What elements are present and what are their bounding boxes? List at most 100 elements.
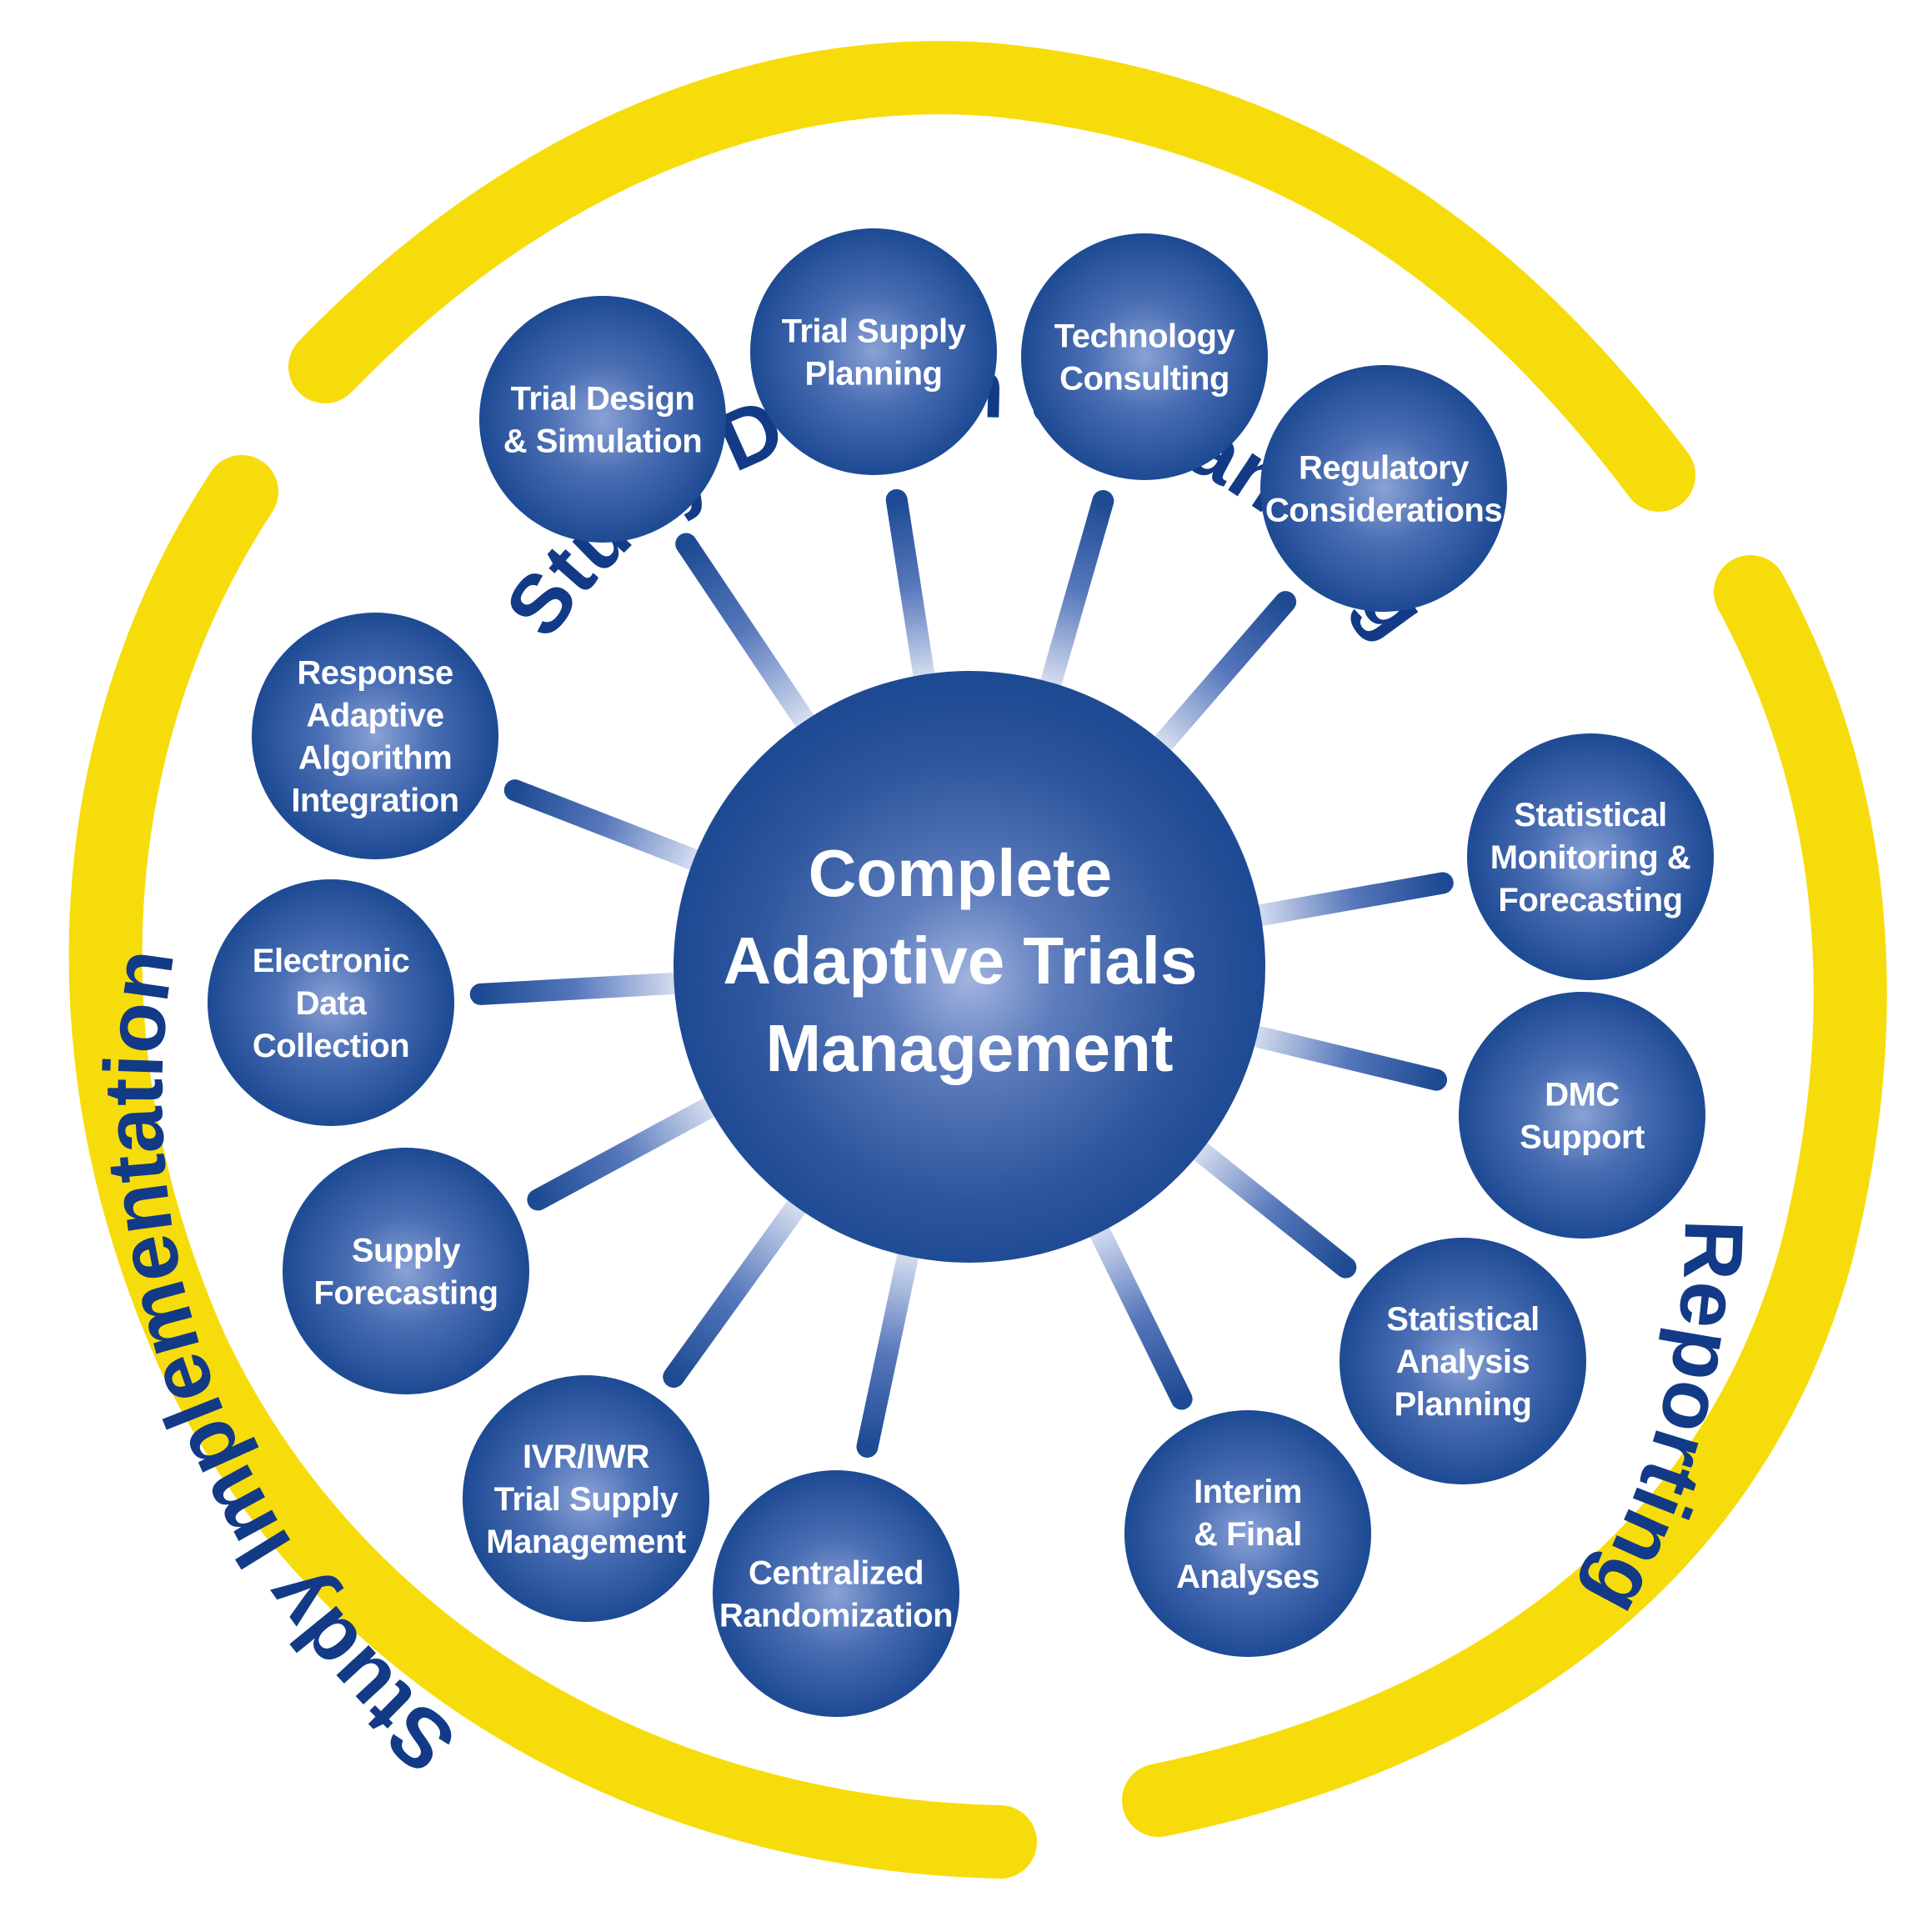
node-trial-design-simulation: Trial Design & Simulation — [479, 296, 726, 543]
node-label-line: Regulatory — [1299, 450, 1470, 487]
node-circle — [750, 228, 997, 475]
node-circle — [1340, 1238, 1586, 1484]
node-circle — [713, 1470, 959, 1717]
connector-interim-final-analyses — [1081, 1206, 1193, 1410]
node-label-line: Centralized — [749, 1555, 924, 1592]
connector-trial-design-simulation — [675, 533, 825, 746]
node-label-line: Support — [1520, 1119, 1645, 1156]
node-label: Trial Design & Simulation — [503, 381, 702, 460]
node-label-line: Algorithm — [298, 740, 452, 777]
center-title: Complete Adaptive Trials Management — [723, 836, 1215, 1085]
node-label-line: Technology — [1054, 318, 1236, 355]
connector-centralized-randomization — [856, 1229, 923, 1458]
node-label-line: Interim — [1194, 1474, 1302, 1510]
connector-technology-consulting — [1035, 490, 1114, 709]
node-label-line: Analysis — [1396, 1344, 1530, 1380]
node-label-line: Analyses — [1176, 1559, 1320, 1595]
ring-segment-implementation — [68, 455, 1037, 1879]
node-dmc-support: DMC Support — [1459, 992, 1705, 1239]
center-title-line: Adaptive Trials — [723, 923, 1197, 998]
connector-supply-forecasting — [527, 1089, 735, 1211]
center-hub: Complete Adaptive Trials Management — [674, 671, 1265, 1263]
node-label-line: Electronic — [253, 943, 410, 979]
center-title-line: Complete — [809, 836, 1113, 910]
connector-statistical-analysis-planning — [1176, 1130, 1357, 1279]
node-label-line: & Simulation — [503, 423, 702, 460]
node-label-line: Forecasting — [313, 1275, 498, 1312]
node-circle — [1459, 992, 1705, 1239]
connector-ivr-iwr-trial-supply-management — [663, 1182, 818, 1388]
node-label: DMC Support — [1520, 1077, 1645, 1156]
node-circle — [283, 1148, 529, 1394]
connector-dmc-support — [1229, 1021, 1448, 1091]
phase-label-reporting: Reporting — [1570, 1219, 1760, 1631]
node-circle — [1021, 233, 1268, 480]
node-label-line: Data — [296, 985, 368, 1022]
node-label-line: & Final — [1194, 1516, 1302, 1553]
node-label-line: Planning — [1395, 1386, 1532, 1423]
node-label-line: Trial Supply — [782, 313, 967, 350]
node-label-line: Trial Supply — [494, 1481, 679, 1518]
node-label-line: DMC — [1545, 1077, 1620, 1114]
connector-trial-supply-planning — [885, 488, 938, 702]
node-circle — [1467, 733, 1714, 980]
node-circle — [463, 1375, 709, 1622]
node-label-line: Consulting — [1059, 361, 1229, 398]
node-circle — [252, 613, 498, 859]
node-label-line: Monitoring & — [1490, 839, 1691, 876]
center-circle — [674, 671, 1265, 1263]
node-label-line: Planning — [805, 356, 943, 393]
node-label-line: Statistical — [1514, 797, 1666, 833]
node-label-line: Forecasting — [1498, 882, 1682, 918]
node-circle — [1260, 365, 1507, 612]
node-label-line: Collection — [253, 1028, 409, 1064]
node-label-line: IVR/IWR — [523, 1439, 650, 1475]
node-label-line: Adaptive — [307, 698, 444, 734]
connector-electronic-data-collection — [469, 971, 702, 1005]
node-label-line: Integration — [291, 783, 458, 819]
node-label-line: Response — [297, 655, 453, 692]
connector-statistical-monitoring-forecasting — [1233, 872, 1454, 929]
node-label-line: Statistical — [1386, 1301, 1539, 1338]
connector-group — [469, 488, 1454, 1458]
node-circle — [208, 879, 454, 1126]
connector-regulatory-considerations — [1141, 591, 1297, 767]
connector-response-adaptive-algorithm-integration — [503, 779, 720, 877]
node-label-line: Randomization — [719, 1598, 953, 1634]
ring-segment-design — [288, 41, 1695, 512]
node-circle — [1124, 1410, 1371, 1657]
node-label-line: Considerations — [1265, 493, 1502, 529]
node-label-line: Supply — [352, 1233, 462, 1269]
node-label-line: Management — [486, 1524, 686, 1560]
ring-segment-reporting — [1122, 555, 1887, 1837]
phase-ring — [68, 41, 1887, 1879]
center-title-line: Management — [766, 1011, 1174, 1085]
node-circle — [479, 296, 726, 543]
node-label-line: Trial Design — [511, 381, 695, 418]
